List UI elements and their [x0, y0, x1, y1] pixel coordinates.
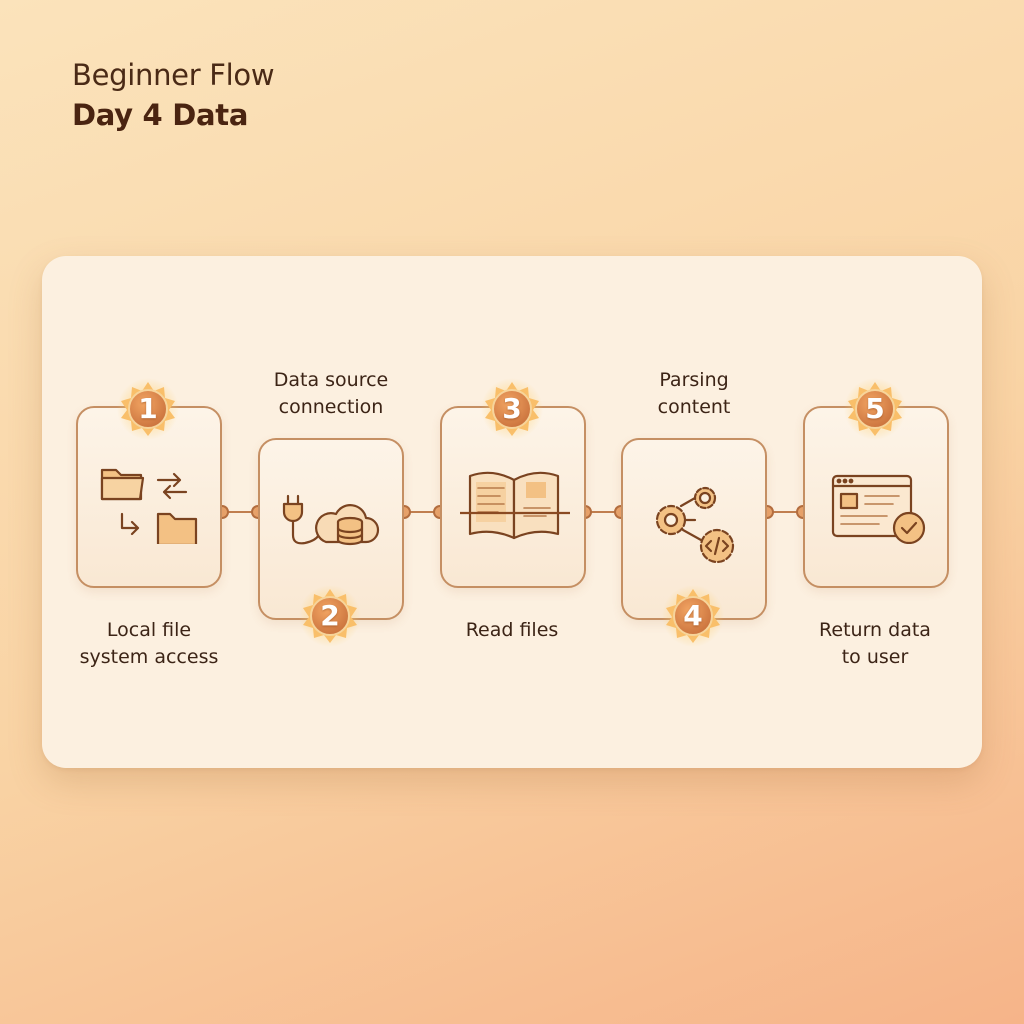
step-2-label: Data source connection	[273, 369, 389, 418]
connector-1-2	[222, 511, 258, 513]
connector-3-4	[585, 511, 621, 513]
plug-cloud-database-icon	[282, 494, 380, 546]
folder-transfer-icon	[100, 468, 198, 544]
step-5-badge: 5	[843, 377, 907, 441]
step-3-badge: 3	[480, 377, 544, 441]
step-3-card	[440, 406, 586, 588]
step-3-label: Read files	[465, 619, 559, 641]
step-3-number: 3	[502, 392, 522, 425]
step-1-badge: 1	[116, 377, 180, 441]
step-5-label: Return data to user	[819, 619, 931, 668]
header: Beginner Flow Day 4 Data	[72, 58, 275, 132]
connector-2-3	[404, 511, 440, 513]
step-4-badge: 4	[661, 584, 725, 648]
step-4-number: 4	[683, 599, 703, 632]
diagram-subtitle: Beginner Flow	[72, 58, 275, 92]
step-1-label: Local file system access	[79, 619, 219, 668]
step-5-card	[803, 406, 949, 588]
open-book-icon	[460, 471, 570, 540]
step-2-badge: 2	[298, 584, 362, 648]
diagram-title: Day 4 Data	[72, 98, 249, 132]
step-5-number: 5	[865, 392, 885, 425]
gears-code-icon	[655, 486, 735, 564]
step-2-number: 2	[320, 599, 340, 632]
step-1-number: 1	[138, 392, 158, 425]
connector-4-5	[767, 511, 803, 513]
step-4-label: Parsing content	[657, 369, 731, 418]
browser-check-icon	[831, 474, 926, 544]
